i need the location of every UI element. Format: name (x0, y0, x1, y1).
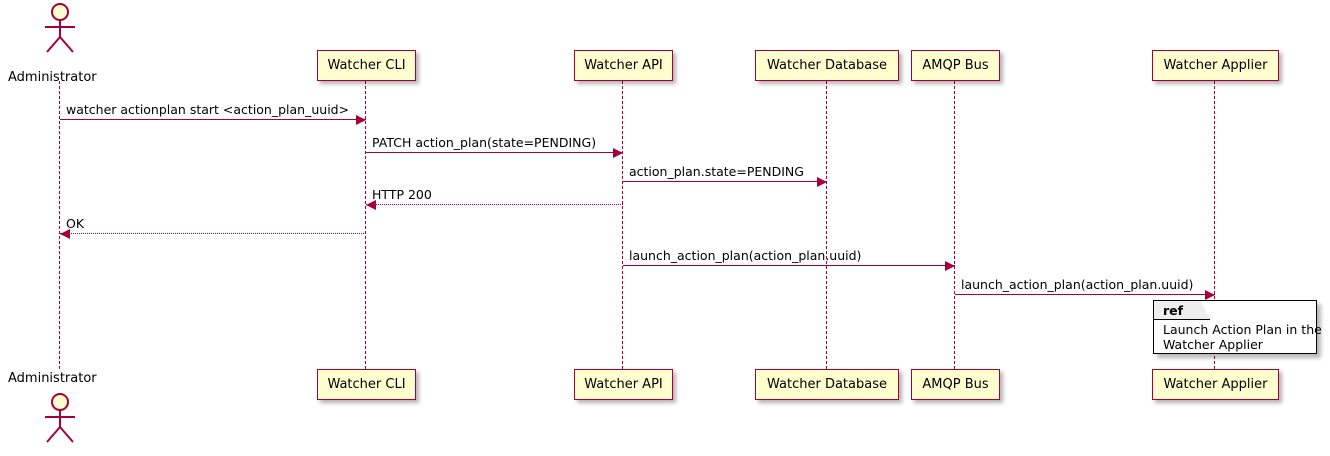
message-5-label: OK (66, 216, 85, 231)
actor-label-administrator-bottom: Administrator (8, 371, 97, 386)
message-4-arrowhead (366, 199, 376, 210)
lifeline-watcher-cli (365, 81, 367, 369)
message-5-line (60, 233, 366, 234)
message-4-label: HTTP 200 (372, 187, 432, 202)
message-6-line (623, 265, 955, 266)
message-5-arrowhead (60, 228, 70, 239)
participant-watcher-database-bottom[interactable]: Watcher Database (755, 369, 899, 400)
lifeline-amqp-bus (954, 81, 956, 369)
participant-watcher-applier-bottom[interactable]: Watcher Applier (1152, 369, 1279, 400)
actor-figure-administrator-bottom (38, 392, 82, 448)
message-7-line (955, 294, 1215, 295)
message-7-label: launch_action_plan(action_plan.uuid) (961, 277, 1194, 292)
participant-watcher-cli-bottom[interactable]: Watcher CLI (317, 369, 416, 400)
message-6-label: launch_action_plan(action_plan.uuid) (629, 248, 862, 263)
lifeline-watcher-database (826, 81, 828, 369)
ref-fragment: ref Launch Action Plan in the Watcher Ap… (1153, 300, 1322, 354)
message-2-arrowhead (613, 147, 623, 158)
message-2-label: PATCH action_plan(state=PENDING) (372, 135, 597, 150)
message-2-line (366, 152, 623, 153)
ref-fragment-tab-label: ref (1163, 302, 1184, 318)
participant-amqp-bus-bottom[interactable]: AMQP Bus (911, 369, 1000, 400)
participant-amqp-bus-top[interactable]: AMQP Bus (911, 50, 1000, 81)
message-1-label: watcher actionplan start <action_plan_uu… (66, 102, 350, 117)
actor-label-administrator-top: Administrator (8, 70, 97, 85)
lifeline-administrator (59, 81, 61, 369)
ref-fragment-line: Launch Action Plan in the (1163, 322, 1322, 337)
ref-fragment-tab: ref (1154, 301, 1210, 320)
message-1-line (60, 119, 366, 120)
message-7-arrowhead (1205, 289, 1215, 300)
actor-figure-administrator-top (38, 2, 82, 58)
message-4-line (366, 204, 623, 205)
message-1-arrowhead (356, 114, 366, 125)
ref-fragment-body: Launch Action Plan in the Watcher Applie… (1163, 322, 1322, 352)
message-6-arrowhead (945, 260, 955, 271)
message-3-label: action_plan.state=PENDING (629, 164, 804, 179)
participant-watcher-api-top[interactable]: Watcher API (574, 50, 673, 81)
message-3-arrowhead (817, 176, 827, 187)
lifeline-watcher-applier (1214, 81, 1216, 369)
participant-watcher-api-bottom[interactable]: Watcher API (574, 369, 673, 400)
participant-watcher-cli-top[interactable]: Watcher CLI (317, 50, 416, 81)
participant-watcher-applier-top[interactable]: Watcher Applier (1152, 50, 1279, 81)
message-3-line (623, 181, 827, 182)
lifeline-watcher-api (622, 81, 624, 369)
ref-fragment-line: Watcher Applier (1163, 337, 1263, 352)
participant-watcher-database-top[interactable]: Watcher Database (755, 50, 899, 81)
